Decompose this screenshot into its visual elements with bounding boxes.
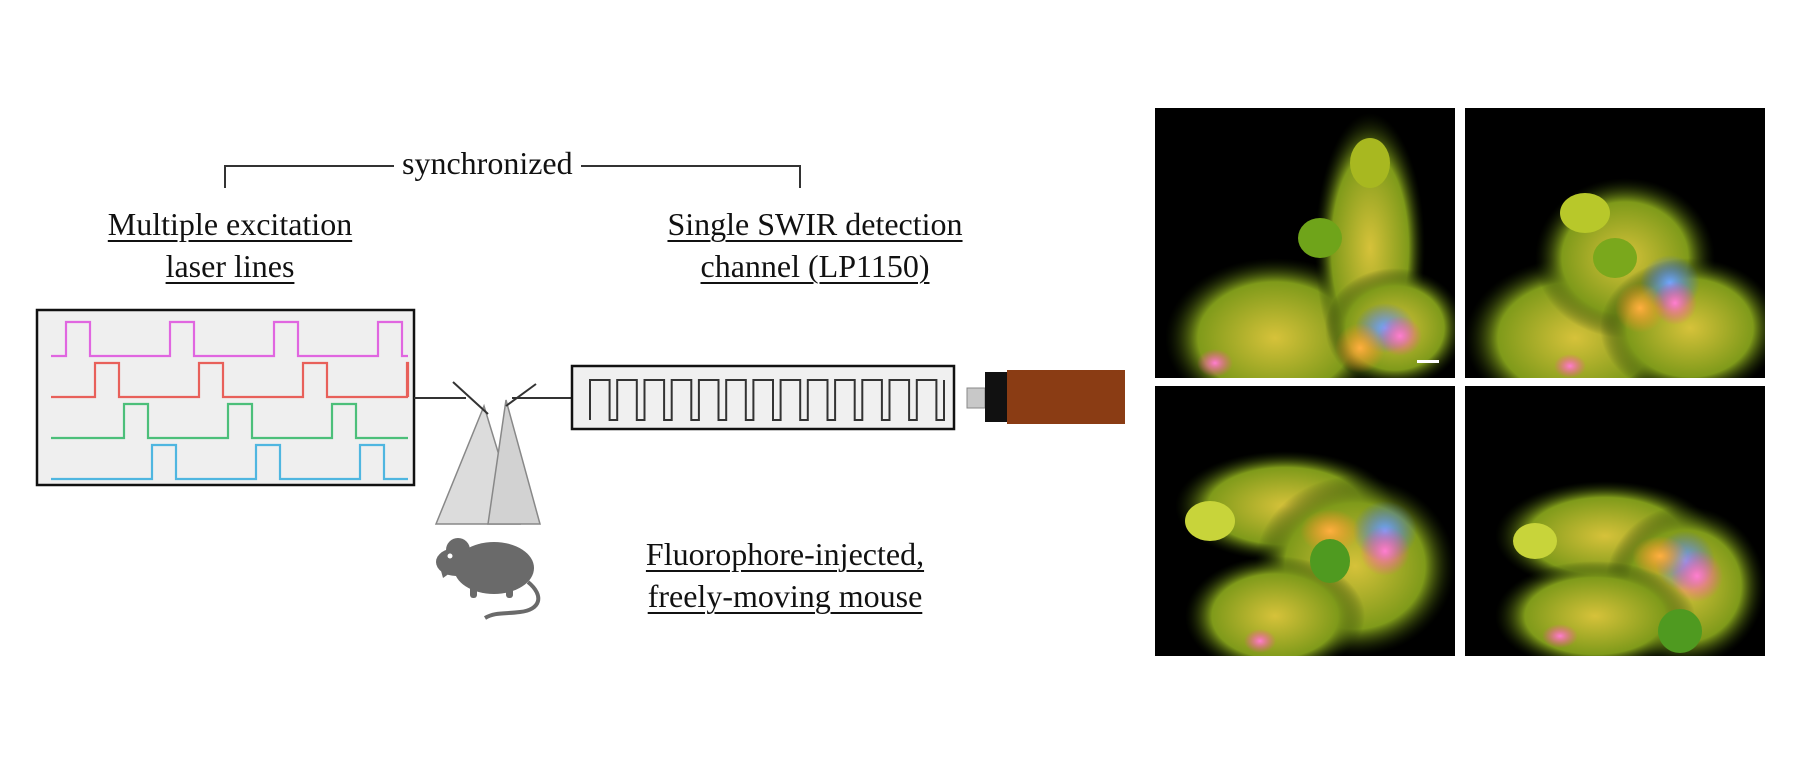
laser-pulse-train-4 (51, 443, 408, 481)
pulse-trains (51, 320, 410, 481)
scale-bar (1417, 360, 1439, 363)
laser-pulse-train-1 (51, 320, 408, 358)
mouse-image-2 (1465, 178, 1765, 378)
mouse-image-4 (1495, 481, 1765, 656)
image-panel-3 (1155, 386, 1455, 656)
laser-pulse-train-2 (51, 361, 410, 399)
excitation-label-line1: Multiple excitation (107, 206, 353, 242)
excitation-label-line2: laser lines (165, 248, 295, 284)
synchronized-label: synchronized (394, 143, 581, 183)
mouse-icon (436, 538, 541, 620)
detection-label-line1: Single SWIR detection (667, 206, 963, 242)
detection-box (570, 364, 956, 431)
image-panel-2 (1465, 108, 1765, 378)
illumination-optics (434, 381, 541, 525)
mouse-image-3 (1175, 451, 1455, 656)
mouse-image-1 (1165, 113, 1455, 378)
detection-pulse-train (589, 379, 945, 421)
detection-label-line2: channel (LP1150) (700, 248, 930, 284)
image-panel-4 (1465, 386, 1765, 656)
swir-camera (966, 370, 1125, 424)
mouse-label-line1: Fluorophore-injected, (645, 536, 925, 572)
mouse-label-line2: freely-moving mouse (647, 578, 923, 614)
image-panel-1 (1155, 108, 1455, 378)
laser-pulse-train-3 (51, 402, 408, 440)
